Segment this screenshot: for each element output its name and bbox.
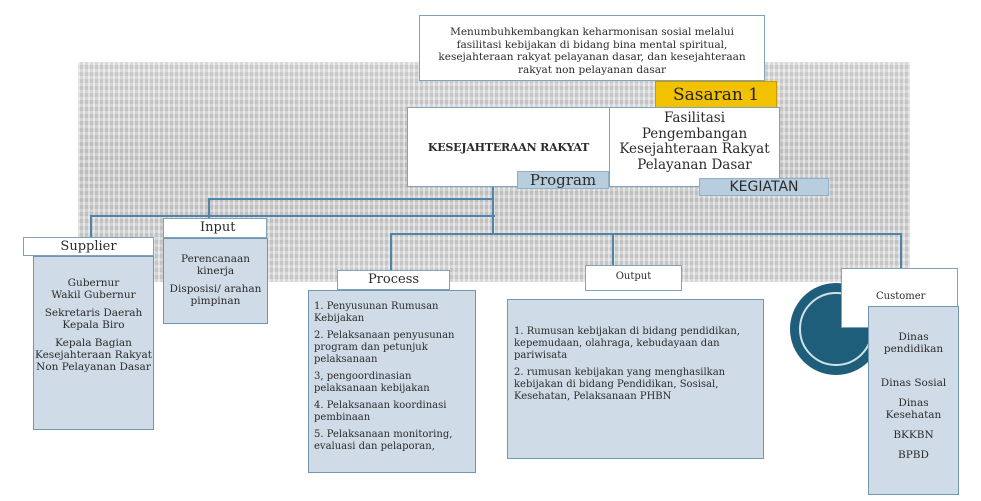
connector-supplier-drop	[90, 215, 92, 238]
supplier-label: Supplier	[23, 237, 154, 256]
supplier-item: Kepala Biro	[62, 319, 125, 331]
connector-program-trunk	[492, 187, 494, 235]
supplier-item: Gubernur	[67, 277, 120, 289]
kegiatan-label: KEGIATAN	[699, 178, 829, 196]
connector-upper-horizontal	[90, 215, 495, 217]
input-label: Input	[163, 218, 267, 238]
input-item: Perencanaan kinerja	[181, 253, 250, 277]
customer-item: Dinas Kesehatan	[885, 397, 942, 421]
sasaran-badge: Sasaran 1	[655, 81, 777, 108]
process-step: 1. Penyusunan Rumusan Kebijakan	[314, 301, 439, 324]
process-step: 4. Pelaksanaan koordinasi pembinaan	[314, 400, 447, 423]
supplier-item: Kepala Bagian Kesejahteraan Rakyat Non P…	[35, 337, 152, 373]
input-box: Perencanaan kinerja Disposisi/ arahan pi…	[163, 238, 268, 324]
output-item: 1. Rumusan kebijakan di bidang pendidika…	[514, 326, 740, 361]
connector-process-drop	[390, 233, 392, 271]
process-step: 3, pengoordinasian pelaksanaan kebijakan	[314, 371, 430, 394]
output-box: 1. Rumusan kebijakan di bidang pendidika…	[507, 299, 764, 459]
customer-item: Dinas pendidikan	[883, 331, 944, 355]
kegiatan-name-box: Fasilitasi Pengembangan Kesejahteraan Ra…	[609, 107, 780, 187]
connector-output-drop	[612, 233, 614, 265]
customer-box: Dinas pendidikan Dinas Sosial Dinas Kese…	[868, 306, 959, 495]
output-item: 2. rumusan kebijakan yang menghasilkan k…	[514, 367, 726, 402]
connector-customer-drop	[900, 233, 902, 269]
goal-statement: Menumbuhkembangkan keharmonisan sosial m…	[419, 15, 765, 81]
customer-item: BPBD	[898, 449, 929, 461]
output-label: Output	[585, 265, 682, 291]
supplier-box: Gubernur Wakil Gubernur Sekretaris Daera…	[33, 256, 154, 430]
process-label: Process	[337, 270, 450, 290]
supplier-item: Wakil Gubernur	[51, 289, 136, 301]
customer-item: BKKBN	[893, 429, 934, 441]
connector-input-drop	[208, 198, 210, 218]
customer-item: Dinas Sosial	[880, 377, 947, 389]
supplier-item: Sekretaris Daerah	[44, 307, 143, 319]
input-item: Disposisi/ arahan pimpinan	[169, 283, 262, 307]
process-step: 2. Pelaksanaan penyusunan program dan pe…	[314, 330, 455, 365]
connector-lower-horizontal	[390, 233, 902, 235]
connector-input-horizontal	[208, 198, 494, 200]
program-label: Program	[517, 171, 609, 189]
process-box: 1. Penyusunan Rumusan Kebijakan 2. Pelak…	[308, 290, 476, 473]
process-step: 5. Pelaksanaan monitoring, evaluasi dan …	[314, 429, 453, 452]
